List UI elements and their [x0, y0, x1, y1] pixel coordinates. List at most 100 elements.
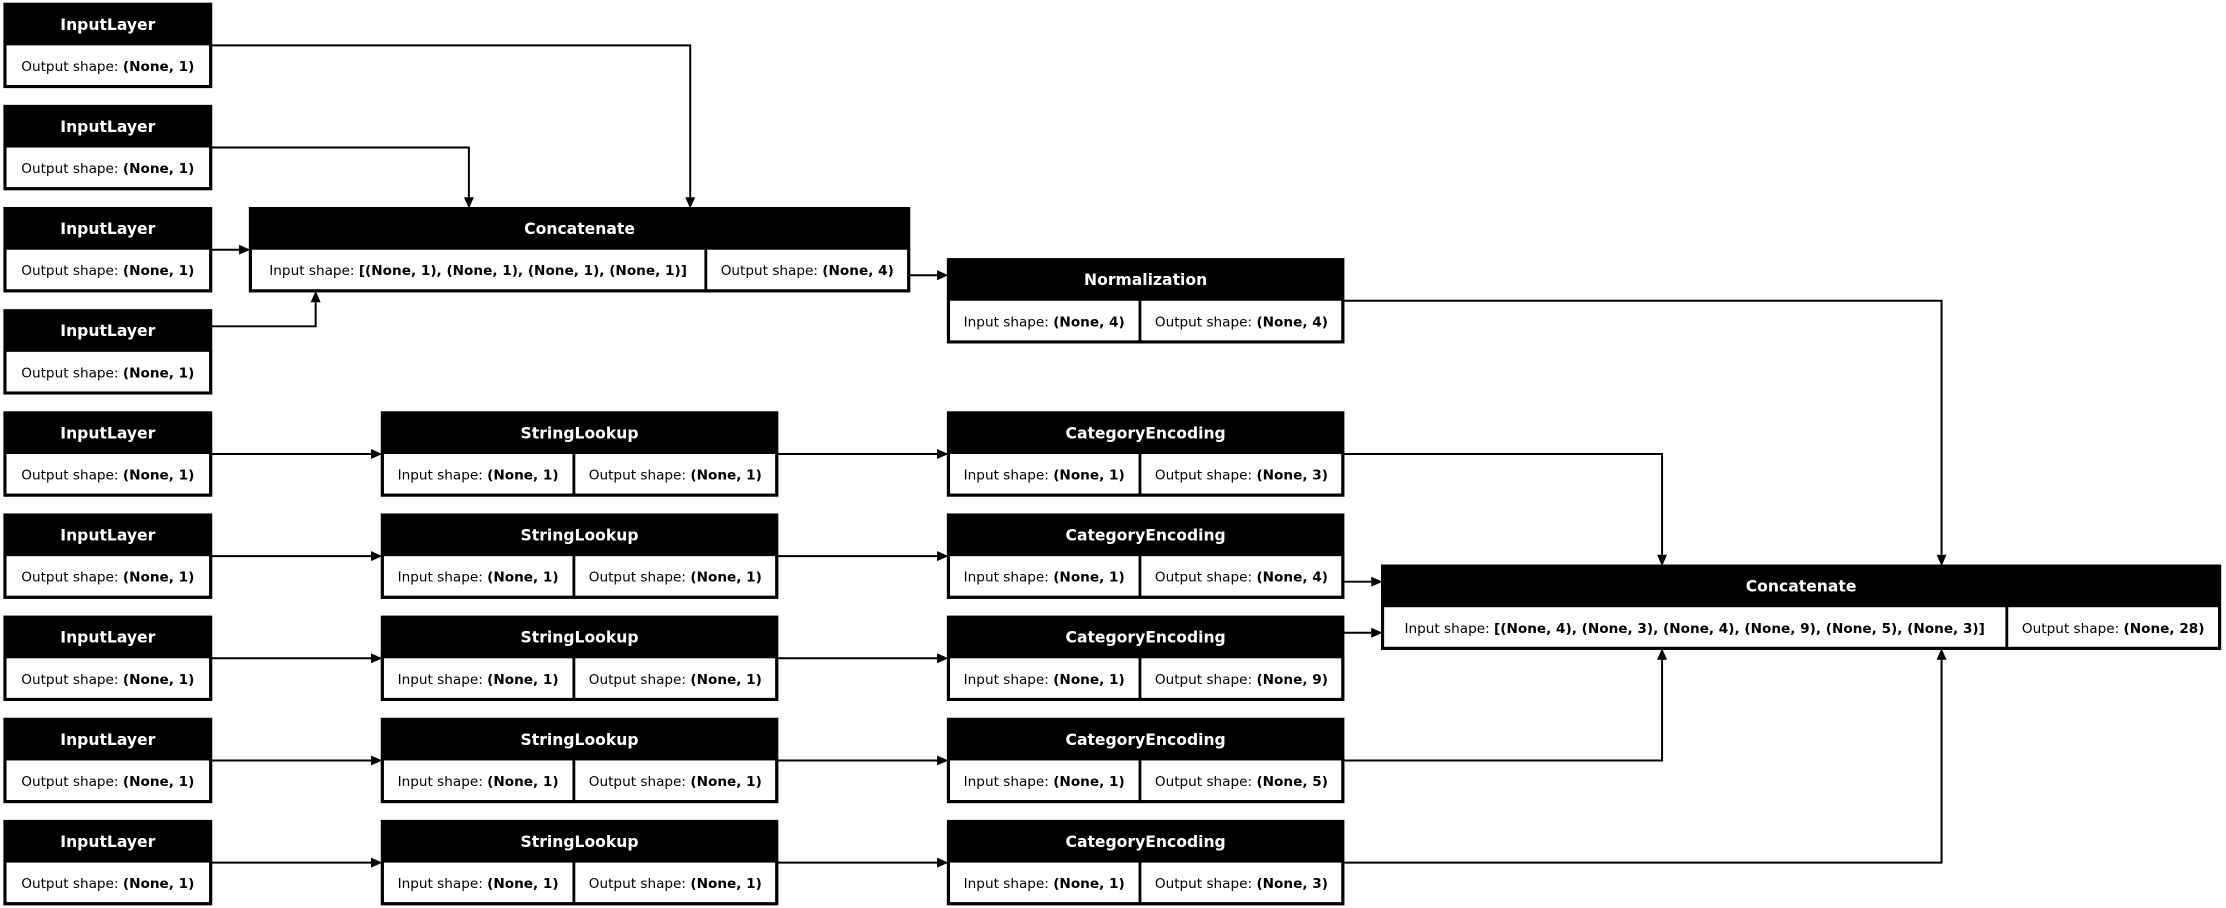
node-header [382, 821, 777, 862]
output-shape-field: Output shape: (None, 1) [589, 672, 762, 688]
field-label: Output shape: [21, 161, 123, 177]
layer-title: StringLookup [521, 731, 639, 749]
edge-in1-to-concat1 [210, 146, 474, 209]
edge-line [210, 302, 317, 328]
node-frame [380, 411, 779, 497]
node-header [1382, 566, 2220, 606]
field-value: (None, 1) [123, 672, 194, 688]
field-value: (None, 3) [1256, 468, 1327, 484]
arrowhead-icon [937, 755, 949, 766]
field-label: Output shape: [589, 468, 691, 484]
node-header [948, 515, 1343, 555]
field-value: (None, 1) [1053, 570, 1124, 586]
input-shape-field: Input shape: (None, 1) [964, 672, 1125, 688]
edge-line [1342, 659, 1664, 762]
field-label: Output shape: [21, 365, 123, 381]
output-shape-field: Output shape: (None, 1) [21, 365, 194, 381]
field-value: (None, 1) [487, 570, 558, 586]
node-frame [3, 717, 213, 804]
field-label: Output shape: [589, 570, 691, 586]
edge-in2-to-concat1 [210, 244, 251, 255]
layer-title: Concatenate [1746, 578, 1857, 596]
field-value: (None, 4) [1256, 314, 1327, 330]
field-value: (None, 1) [487, 774, 558, 790]
node-body [3, 144, 213, 191]
field-value: (None, 1) [487, 672, 558, 688]
field-label: Output shape: [1155, 468, 1257, 484]
node-header [250, 208, 909, 249]
output-shape-field: Output shape: (None, 1) [21, 570, 194, 586]
field-value: (None, 1) [123, 59, 194, 75]
arrowhead-icon [937, 551, 949, 562]
arrowhead-icon [370, 551, 383, 562]
edges [210, 44, 1947, 868]
output-shape-field: Output shape: (None, 1) [589, 876, 762, 892]
arrowhead-icon [1371, 627, 1383, 638]
input-shape-field: Input shape: (None, 1) [964, 570, 1125, 586]
node-header [4, 4, 211, 44]
field-value: [(None, 4), (None, 3), (None, 4), (None,… [1494, 621, 1985, 637]
arrowhead-icon [370, 449, 383, 459]
field-label: Output shape: [21, 570, 123, 586]
node-header [4, 617, 211, 657]
node-header [382, 719, 777, 760]
edge-ce2-to-concat2 [1342, 627, 1383, 638]
node-frame [946, 411, 1345, 497]
output-shape-field: Output shape: (None, 28) [2022, 621, 2205, 637]
edge-ce0-to-concat2 [1342, 453, 1668, 567]
edge-line [1342, 299, 1943, 555]
field-label: Output shape: [589, 774, 691, 790]
field-label: Output shape: [1155, 876, 1257, 892]
node-frame [946, 717, 1345, 804]
arrowhead-icon [370, 857, 383, 868]
edge-concat1-to-norm [908, 270, 949, 281]
layer-title: InputLayer [60, 424, 155, 442]
field-value: (None, 1) [690, 876, 761, 892]
arrowhead-icon [937, 270, 949, 281]
arrowhead-icon [937, 449, 949, 459]
field-label: Output shape: [21, 774, 123, 790]
layer-title: InputLayer [60, 16, 155, 34]
node-frame [3, 309, 213, 395]
edge-ce3-to-concat2 [1342, 648, 1668, 762]
layer-title: InputLayer [60, 118, 155, 136]
field-label: Output shape: [589, 672, 691, 688]
field-value: (None, 1) [690, 672, 761, 688]
input-shape-field: Input shape: (None, 1) [964, 876, 1125, 892]
node-body [380, 859, 779, 906]
node-header [4, 208, 211, 249]
input-shape-field: Input shape: (None, 1) [964, 468, 1125, 484]
field-value: [(None, 1), (None, 1), (None, 1), (None,… [359, 263, 687, 279]
output-shape-field: Output shape: (None, 1) [589, 468, 762, 484]
arrowhead-icon [1936, 648, 1947, 660]
layer-title: CategoryEncoding [1066, 833, 1226, 851]
edge-ce1-to-concat2 [1342, 576, 1383, 587]
edge-in3-to-concat1 [210, 290, 321, 328]
node-header [4, 310, 211, 351]
input-shape-field: Input shape: [(None, 4), (None, 3), (Non… [1404, 621, 1984, 637]
field-value: (None, 4) [1256, 570, 1327, 586]
